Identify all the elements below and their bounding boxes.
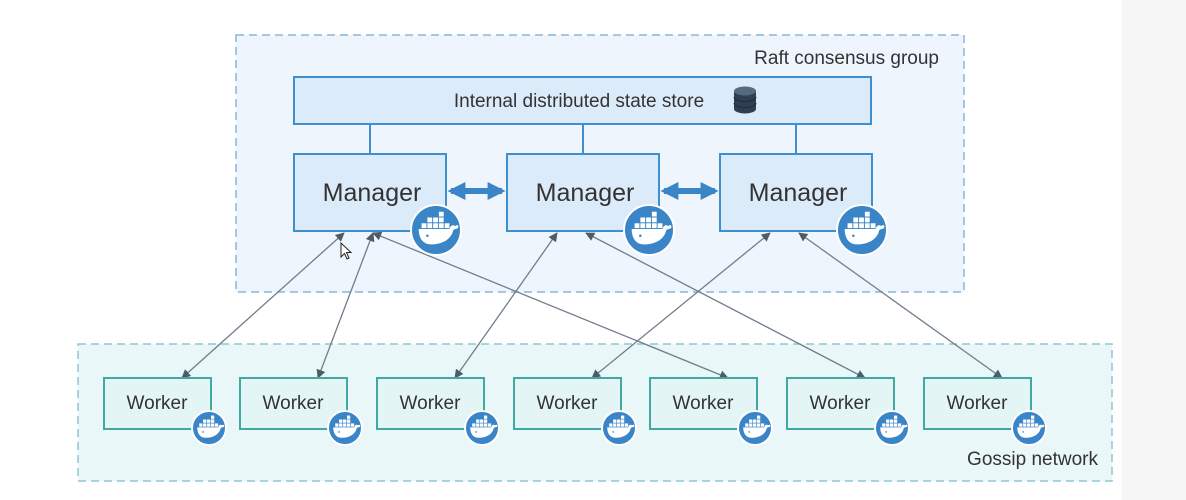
worker-box bbox=[923, 377, 1032, 430]
manager-node: Manager bbox=[506, 153, 675, 256]
worker-node: Worker bbox=[103, 377, 227, 446]
manager-label: Manager bbox=[749, 179, 848, 207]
store-connectors bbox=[369, 124, 797, 153]
worker-node: Worker bbox=[649, 377, 773, 446]
manager-label: Manager bbox=[323, 179, 422, 207]
worker-label: Worker bbox=[263, 393, 325, 414]
raft-group-label: Raft consensus group bbox=[754, 48, 939, 69]
worker-nodes: Worker Worker Worker Worker Worker Worker Work… bbox=[103, 377, 1047, 446]
worker-node: Worker bbox=[239, 377, 363, 446]
worker-manager-arrow bbox=[454, 232, 558, 379]
gossip-network-label: Gossip network bbox=[967, 449, 1098, 470]
mouse-cursor-icon bbox=[340, 241, 353, 260]
docker-whale-icon bbox=[623, 204, 675, 256]
docker-whale-icon bbox=[737, 410, 773, 446]
worker-label: Worker bbox=[127, 393, 189, 414]
worker-box bbox=[239, 377, 348, 430]
database-icon bbox=[733, 86, 757, 114]
worker-node: Worker bbox=[786, 377, 910, 446]
worker-node: Worker bbox=[376, 377, 500, 446]
worker-label: Worker bbox=[400, 393, 462, 414]
worker-label: Worker bbox=[947, 393, 1009, 414]
docker-whale-icon bbox=[191, 410, 227, 446]
manager-node: Manager bbox=[293, 153, 462, 256]
manager-nodes: Manager Manager Manager bbox=[293, 153, 888, 256]
docker-whale-icon bbox=[1011, 410, 1047, 446]
state-store-box bbox=[293, 76, 872, 125]
docker-whale-icon bbox=[601, 410, 637, 446]
worker-manager-arrow bbox=[316, 232, 375, 379]
docker-whale-icon bbox=[874, 410, 910, 446]
worker-label: Worker bbox=[537, 393, 599, 414]
manager-node: Manager bbox=[719, 153, 888, 256]
docker-whale-icon bbox=[464, 410, 500, 446]
worker-manager-arrow bbox=[798, 232, 1003, 379]
docker-whale-icon bbox=[410, 204, 462, 256]
docker-whale-icon bbox=[836, 204, 888, 256]
docker-whale-icon bbox=[327, 410, 363, 446]
state-store-label: Internal distributed state store bbox=[454, 91, 704, 112]
worker-label: Worker bbox=[810, 393, 872, 414]
screen-edge-strip bbox=[1122, 0, 1186, 500]
worker-label: Worker bbox=[673, 393, 735, 414]
worker-manager-connections bbox=[181, 231, 1003, 380]
manager-label: Manager bbox=[536, 179, 635, 207]
worker-manager-arrow bbox=[591, 232, 771, 379]
worker-node: Worker bbox=[923, 377, 1047, 446]
worker-node: Worker bbox=[513, 377, 637, 446]
